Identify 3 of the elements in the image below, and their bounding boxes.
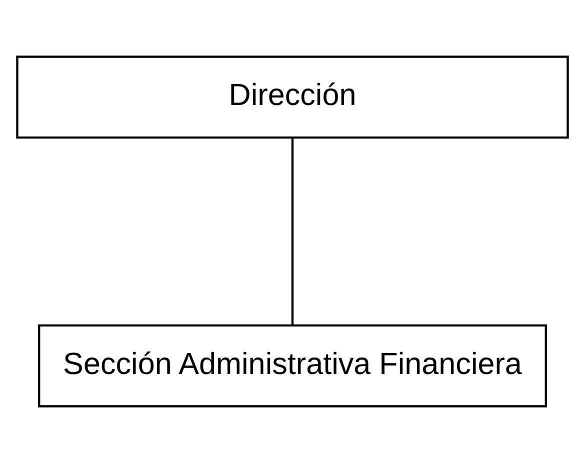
- node-box: Dirección: [16, 56, 569, 139]
- node-box: Sección Administrativa Financiera: [38, 324, 547, 408]
- connector: [291, 138, 294, 325]
